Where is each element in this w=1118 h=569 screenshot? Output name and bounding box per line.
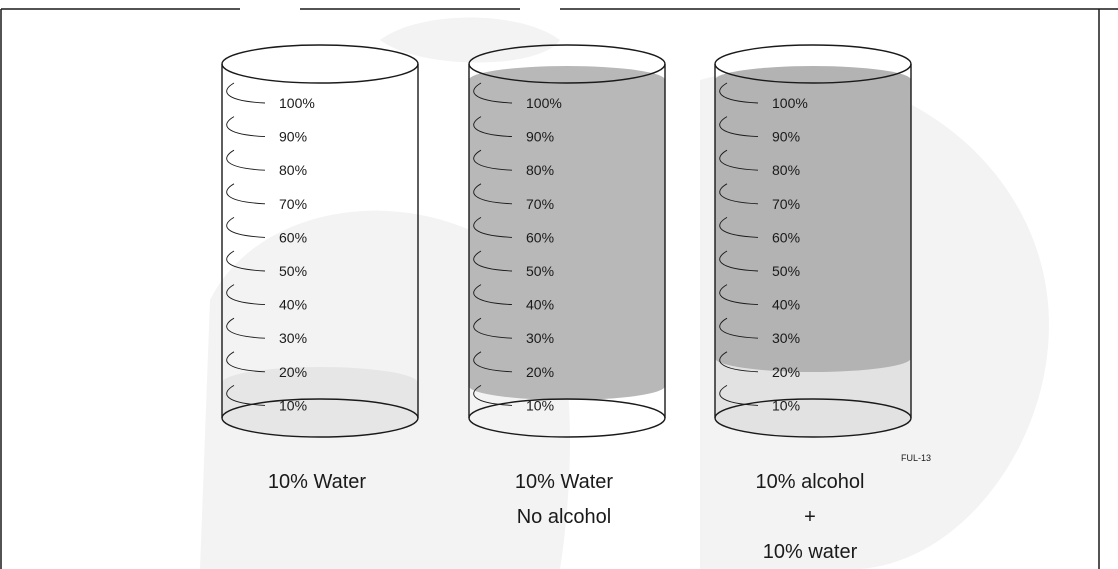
scale-label: 50% xyxy=(526,263,554,279)
scale-label: 90% xyxy=(772,129,800,145)
cylinder-caption-line: 10% alcohol xyxy=(756,471,865,493)
scale-label: 50% xyxy=(279,263,307,279)
scale-label: 90% xyxy=(279,129,307,145)
scale-label: 10% xyxy=(772,397,800,413)
scale-label: 30% xyxy=(772,330,800,346)
scale-tick: 50% xyxy=(226,250,307,279)
scale-tick: 40% xyxy=(719,284,800,313)
scale-tick: 80% xyxy=(226,149,307,178)
scale-label: 70% xyxy=(772,196,800,212)
scale-label: 80% xyxy=(279,162,307,178)
cylinders-group: 100% 90% 80% 70% 60% 50% 40% 30% 20% 10% 10% Water… xyxy=(221,44,912,563)
scale-label: 50% xyxy=(772,263,800,279)
cylinder-caption-line: 10% water xyxy=(763,541,858,563)
scale-label: 90% xyxy=(526,129,554,145)
scale-label: 100% xyxy=(772,95,808,111)
scale-tick: 90% xyxy=(226,116,307,145)
scale-tick: 80% xyxy=(719,149,800,178)
scale-tick: 20% xyxy=(473,351,554,380)
scale-label: 40% xyxy=(526,297,554,313)
scale-label: 40% xyxy=(772,297,800,313)
cylinder-caption-line: No alcohol xyxy=(517,506,612,528)
scale-label: 30% xyxy=(526,330,554,346)
cylinder-caption-line: + xyxy=(804,506,816,528)
scale-tick: 90% xyxy=(719,116,800,145)
cylinder-caption-line: 10% Water xyxy=(515,471,614,493)
scale-label: 80% xyxy=(526,162,554,178)
scale-tick: 60% xyxy=(719,217,800,245)
figure-frame xyxy=(0,8,1118,569)
scale-label: 20% xyxy=(526,364,554,380)
scale-label: 70% xyxy=(526,196,554,212)
scale-tick: 70% xyxy=(719,183,800,212)
scale-tick: 90% xyxy=(473,116,554,145)
scale-label: 70% xyxy=(279,196,307,212)
cylinder-rim xyxy=(714,44,912,84)
scale-tick: 30% xyxy=(226,317,307,346)
scale-tick: 40% xyxy=(473,284,554,313)
scale-tick: 10% xyxy=(719,385,800,413)
scale-tick: 100% xyxy=(473,82,562,111)
liquid-alcohol xyxy=(715,66,911,372)
liquid-residue xyxy=(222,367,418,437)
scale-label: 10% xyxy=(526,397,554,413)
cylinder-rim xyxy=(221,44,419,84)
scale-label: 60% xyxy=(279,229,307,245)
scale-tick: 30% xyxy=(719,317,800,346)
scale-tick: 10% xyxy=(226,385,307,413)
scale-label: 60% xyxy=(526,229,554,245)
scale-tick: 80% xyxy=(473,149,554,178)
cylinder-rim xyxy=(468,44,666,84)
scale-tick: 70% xyxy=(226,183,307,212)
scale-label: 20% xyxy=(279,364,307,380)
cylinder-1: 100% 90% 80% 70% 60% 50% 40% 30% 20% 10% 10% Water xyxy=(221,44,419,493)
scale-label: 20% xyxy=(772,364,800,380)
scale-tick: 60% xyxy=(226,217,307,245)
scale-tick: 50% xyxy=(473,250,554,279)
scale-tick: 70% xyxy=(473,183,554,212)
scale-label: 40% xyxy=(279,297,307,313)
scale-tick: 10% xyxy=(473,385,554,413)
scale-label: 80% xyxy=(772,162,800,178)
scale-label: 100% xyxy=(279,95,315,111)
scale-tick: 40% xyxy=(226,284,307,313)
scale-label: 10% xyxy=(279,397,307,413)
scale-label: 30% xyxy=(279,330,307,346)
scale-tick: 30% xyxy=(473,317,554,346)
scale-tick: 100% xyxy=(226,82,315,111)
scale-tick: 20% xyxy=(719,351,800,380)
scale-label: 100% xyxy=(526,95,562,111)
scale-tick: 20% xyxy=(226,351,307,380)
scale-tick: 50% xyxy=(719,250,800,279)
liquid-water xyxy=(469,66,665,400)
figure-id-label: FUL-13 xyxy=(901,453,931,463)
scale-label: 60% xyxy=(772,229,800,245)
scale-tick: 100% xyxy=(719,82,808,111)
cylinder-caption-line: 10% Water xyxy=(268,471,367,493)
cylinder-2: 100% 90% 80% 70% 60% 50% 40% 30% 20% 10% 10% Water… xyxy=(468,44,666,528)
cylinder-3: 100% 90% 80% 70% 60% 50% 40% 30% 20% 10% 10% alcoh… xyxy=(714,44,912,563)
scale-tick: 60% xyxy=(473,217,554,245)
